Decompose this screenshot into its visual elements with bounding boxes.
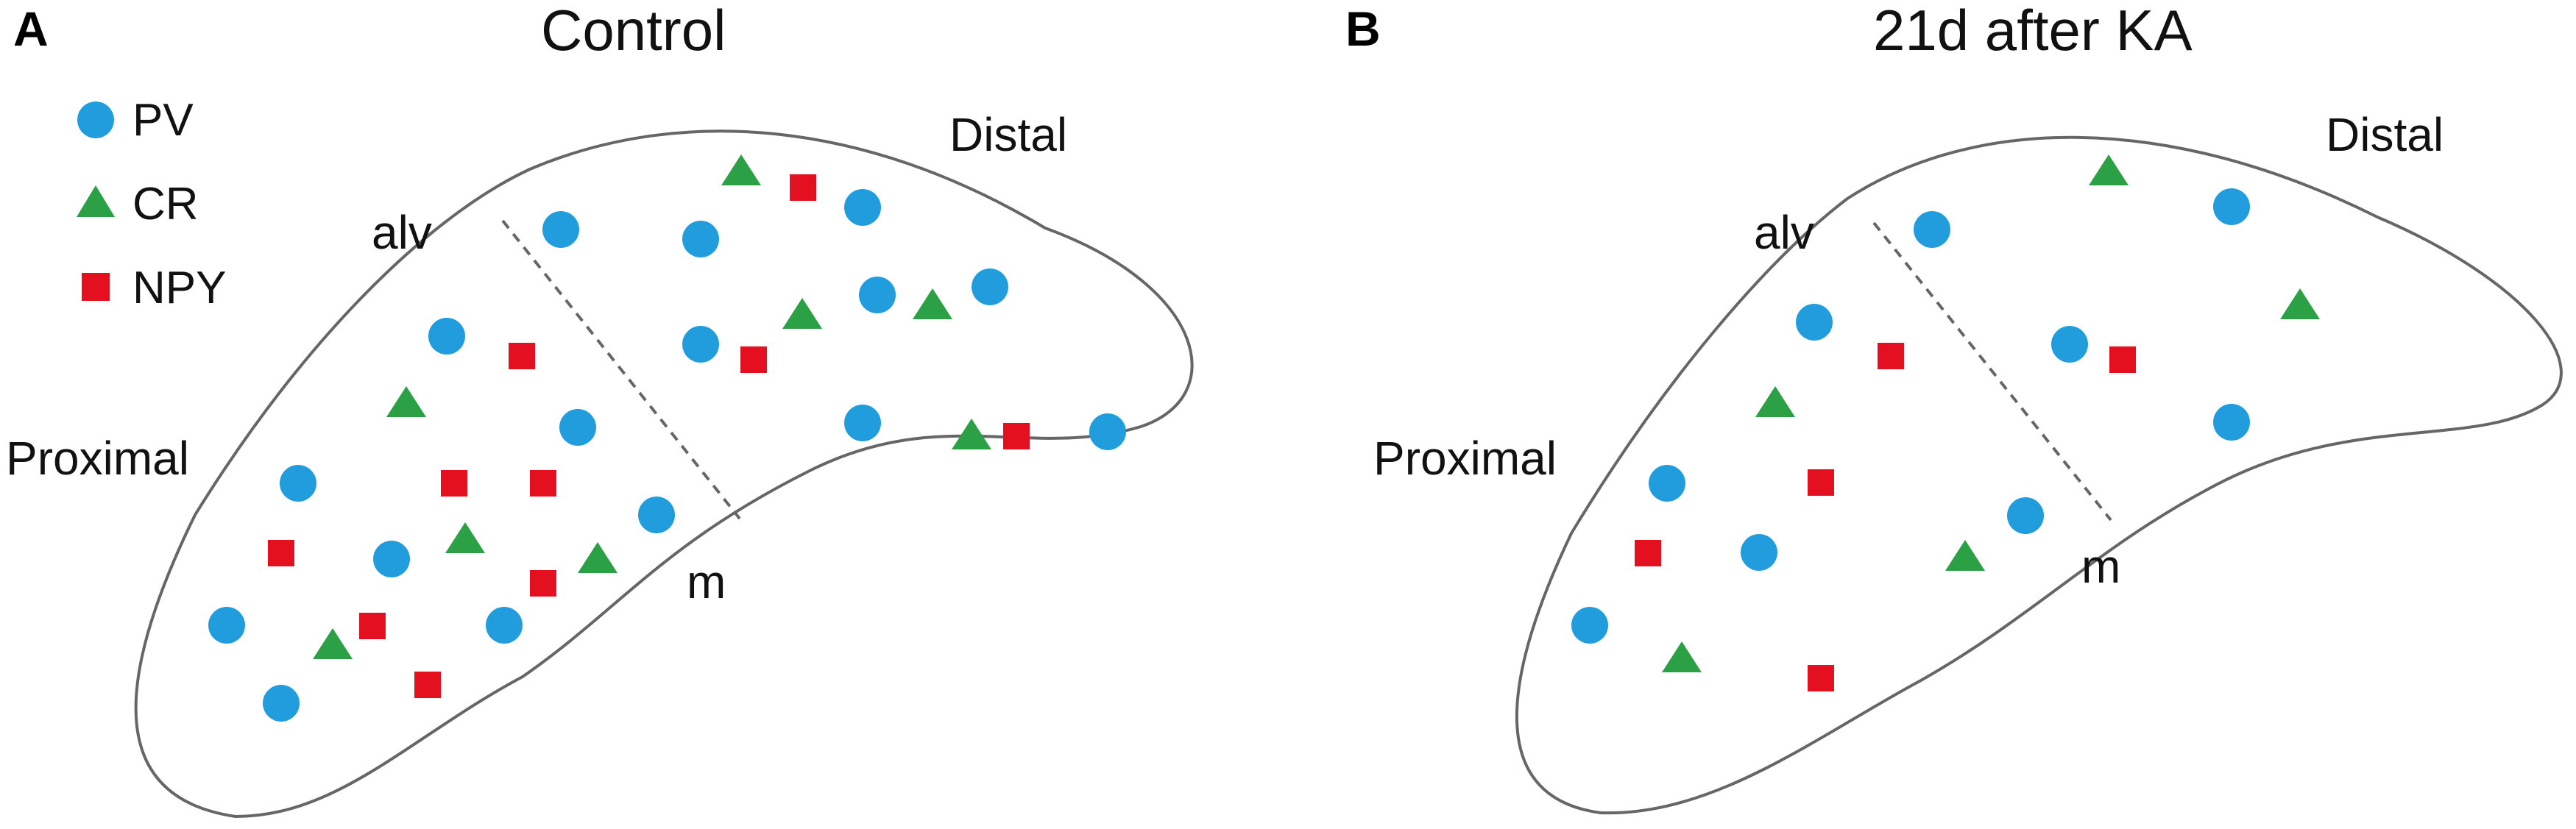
npy-cell <box>1003 423 1030 449</box>
pv-cell <box>972 268 1008 305</box>
pv-cell <box>638 497 675 533</box>
pv-cell <box>1741 534 1777 571</box>
legend-pv-marker <box>77 102 114 138</box>
cr-cell <box>913 288 952 319</box>
label-distal-ka: Distal <box>2326 108 2444 161</box>
npy-cell <box>359 613 386 639</box>
cr-cell <box>386 386 426 417</box>
cr-cell <box>445 522 485 553</box>
pv-cell <box>542 211 579 248</box>
pv-cell <box>844 189 881 226</box>
cr-cell <box>313 628 353 659</box>
pv-cell <box>2213 404 2250 441</box>
panel-21d-after-ka: B 21d after KA alv m Proximal Distal <box>1345 0 2563 815</box>
pv-cell <box>844 405 881 441</box>
cr-cell <box>782 298 822 329</box>
cr-cell <box>2089 154 2129 185</box>
label-proximal-ka: Proximal <box>1373 432 1557 485</box>
panel-control: A Control alv m Proximal Distal PV CR NP… <box>6 0 1194 819</box>
pv-cell <box>373 541 410 577</box>
npy-cell <box>1635 540 1661 566</box>
cr-cells-ka <box>1662 154 2320 672</box>
npy-cell <box>268 540 294 566</box>
cr-cell <box>721 154 761 185</box>
cr-cells-control <box>313 154 991 659</box>
cr-cell <box>578 542 618 573</box>
npy-cell <box>1808 665 1834 691</box>
npy-cell <box>530 570 556 597</box>
pv-cell <box>2051 326 2088 363</box>
pv-cell <box>859 277 896 313</box>
cr-cell <box>2280 288 2320 319</box>
panel-letter-a: A <box>13 1 49 56</box>
proximal-distal-divider-control <box>501 219 741 520</box>
panel-letter-b: B <box>1345 1 1381 56</box>
legend-cr-marker <box>77 185 115 217</box>
pv-cell <box>1796 304 1833 341</box>
label-alv-ka: alv <box>1754 206 1814 259</box>
cr-cell <box>1945 540 1985 571</box>
npy-cell <box>740 346 767 373</box>
pv-cell <box>280 465 316 502</box>
label-alv-control: alv <box>372 206 432 259</box>
label-m-control: m <box>687 555 726 608</box>
cr-cell <box>952 419 991 449</box>
pv-cell <box>263 685 300 722</box>
npy-cell <box>530 470 556 497</box>
legend-npy-label: NPY <box>132 263 226 313</box>
pv-cell <box>1089 413 1126 450</box>
pv-cells-control <box>208 189 1126 722</box>
pv-cell <box>428 318 465 355</box>
pv-cells-ka <box>1571 188 2250 644</box>
npy-cells-control <box>268 174 1030 698</box>
pv-cell <box>486 607 523 644</box>
pv-cell <box>208 607 245 644</box>
pv-cell <box>2007 497 2044 534</box>
npy-cell <box>2109 346 2136 373</box>
npy-cells-ka <box>1635 343 2136 691</box>
npy-cell <box>441 470 467 497</box>
proximal-distal-divider-ka <box>1872 221 2112 522</box>
legend: PV CR NPY <box>77 95 226 313</box>
label-proximal-control: Proximal <box>6 432 189 485</box>
legend-pv-label: PV <box>132 95 194 146</box>
pv-cell <box>682 326 719 363</box>
pv-cell <box>1649 465 1685 502</box>
pv-cell <box>2213 188 2250 225</box>
pv-cell <box>1571 607 1608 644</box>
npy-cell <box>1878 343 1904 369</box>
hippocampus-outline-control <box>134 129 1194 819</box>
pv-cell <box>559 409 596 446</box>
npy-cell <box>790 174 816 201</box>
hippocampus-outline-ka <box>1515 135 2563 815</box>
panel-title-control: Control <box>541 0 726 63</box>
label-distal-control: Distal <box>949 108 1067 161</box>
label-m-ka: m <box>2081 540 2120 593</box>
legend-npy-marker <box>82 273 110 301</box>
legend-cr-label: CR <box>132 179 199 230</box>
npy-cell <box>1808 469 1834 496</box>
panel-title-21d-after-ka: 21d after KA <box>1873 0 2193 63</box>
pv-cell <box>1914 211 1950 248</box>
cr-cell <box>1755 386 1795 417</box>
npy-cell <box>414 672 441 698</box>
pv-cell <box>682 221 719 257</box>
npy-cell <box>509 343 535 369</box>
cr-cell <box>1662 641 1702 672</box>
